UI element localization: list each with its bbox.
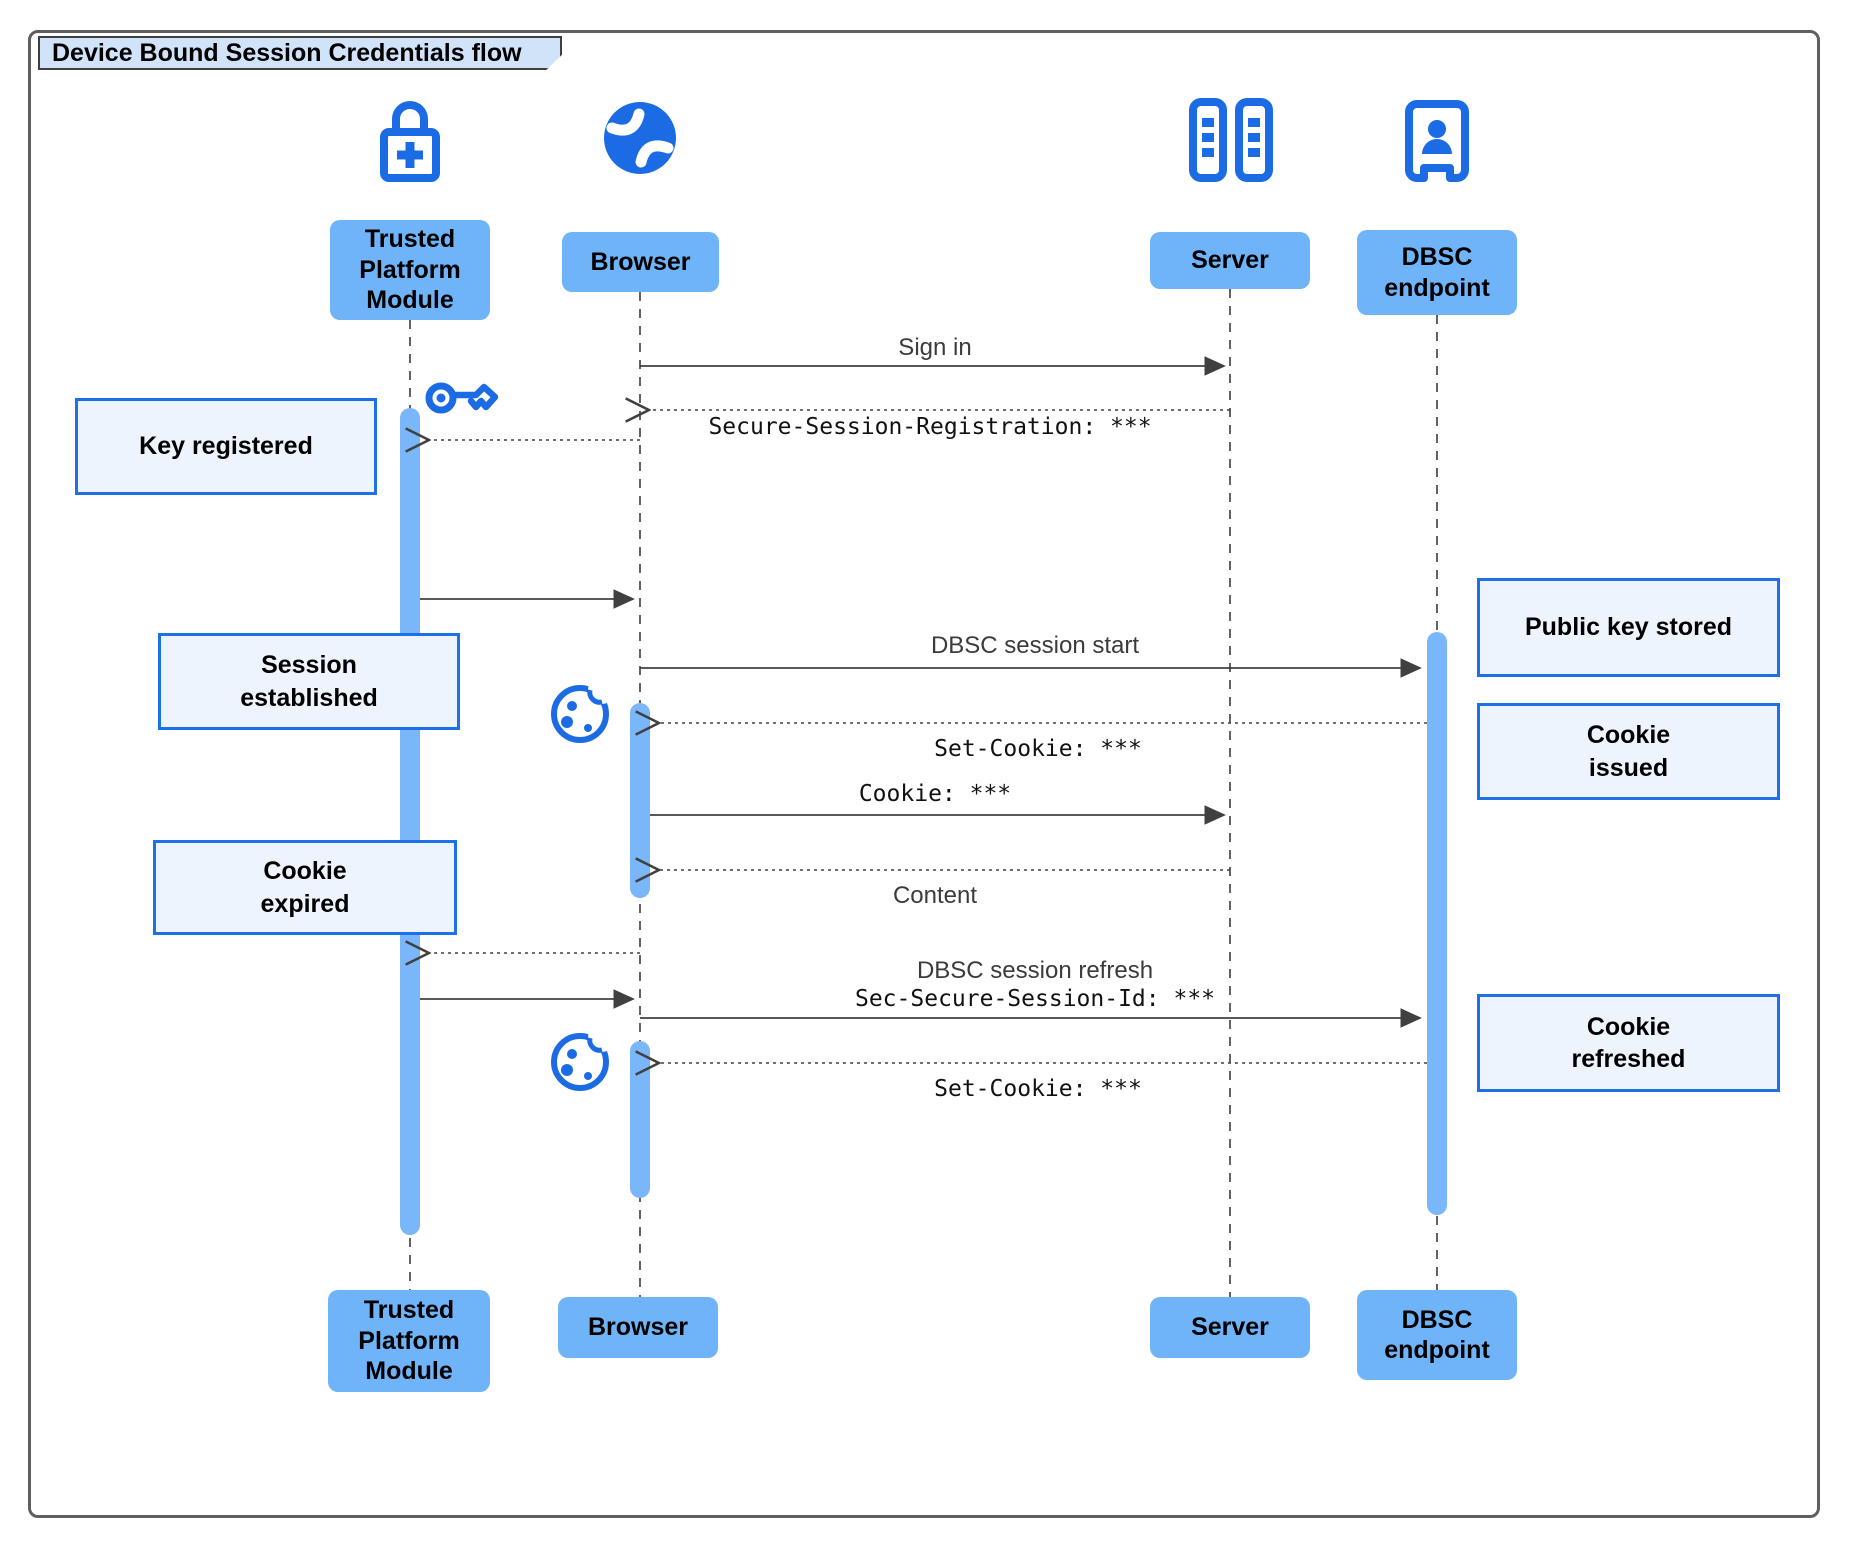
diagram-title: Device Bound Session Credentials flow [38,36,562,70]
note-text: Cookie issued [1586,721,1671,782]
note-text: Cookie refreshed [1571,1012,1686,1074]
actor-browser-top: Browser [562,232,719,292]
actor-tpm-bottom: Trusted Platform Module [328,1290,490,1392]
message-sign-in: Sign in [898,334,972,361]
actor-tpm-top: Trusted Platform Module [330,220,490,320]
note-key-registered: Key registered [75,398,377,495]
cookie-icon [551,1024,614,1091]
lock-plus-icon [380,101,440,182]
message-set-cookie-2: Set-Cookie: *** [934,1076,1142,1102]
note-public-key-stored: Public key stored [1477,578,1780,677]
activation-browser-2 [630,1041,650,1198]
actor-server-bottom: Server [1150,1297,1310,1358]
activation-dbsc [1427,632,1447,1215]
message-content: Content [892,882,978,909]
cookie-icon [551,676,614,743]
actor-server-top: Server [1150,232,1310,289]
note-cookie-refreshed: Cookie refreshed [1477,994,1780,1092]
activation-tpm [400,408,420,1235]
globe-icon [604,102,676,174]
message-dbsc-session-refresh: DBSC session refresh [916,957,1154,984]
activation-bars [400,408,1447,1235]
actor-dbsc-bottom: DBSC endpoint [1357,1290,1517,1380]
solid-arrows [420,356,1422,1028]
message-dbsc-session-start: DBSC session start [930,632,1140,659]
note-cookie-issued: Cookie issued [1477,703,1780,800]
message-registration: Secure-Session-Registration: *** [708,414,1152,440]
person-badge-icon [1405,100,1469,182]
note-text: Session established [240,651,378,712]
note-session-established: Session established [158,633,460,730]
server-racks-icon [1189,98,1273,182]
note-cookie-expired: Cookie expired [153,840,457,935]
activation-browser-1 [630,703,650,898]
dotted-arrows [427,410,1427,1063]
actor-dbsc-top: DBSC endpoint [1357,230,1517,315]
message-set-cookie-1: Set-Cookie: *** [934,736,1142,762]
key-icon [425,382,499,414]
note-text: Key registered [139,432,313,461]
message-cookie: Cookie: *** [858,781,1012,807]
note-text: Cookie expired [260,857,350,918]
message-secure-session-id: Sec-Secure-Session-Id: *** [854,986,1216,1012]
actor-browser-bottom: Browser [558,1297,718,1358]
note-text: Public key stored [1524,613,1733,642]
